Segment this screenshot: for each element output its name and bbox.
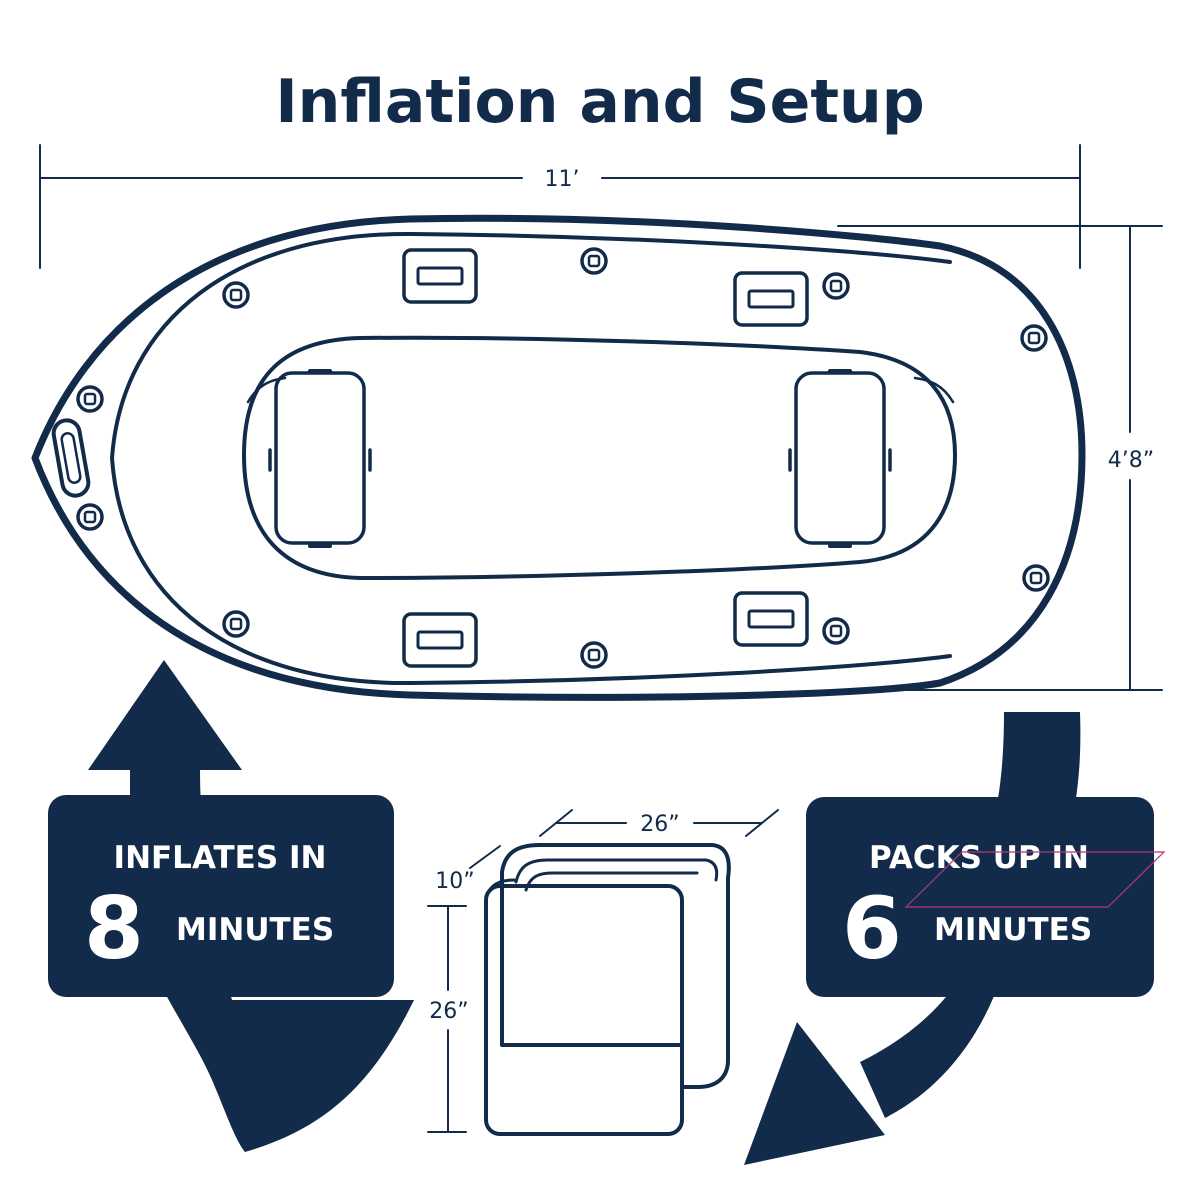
valve-9 (822, 617, 850, 645)
seat-right (788, 369, 892, 548)
oarlock-bottom-right (733, 591, 809, 647)
oarlock-top-right (733, 271, 809, 327)
valve-8 (580, 641, 608, 669)
oarlock-top-left (402, 248, 478, 304)
boat-valves (76, 247, 1050, 669)
pack-unit: MINUTES (934, 912, 1092, 948)
seat-left (268, 369, 372, 548)
pack-arrow-sweep (860, 975, 1002, 1118)
packed-depth-label: 10” (435, 869, 474, 894)
valve-2 (580, 247, 608, 275)
bow-handle (51, 418, 91, 498)
valve-3 (822, 272, 850, 300)
valve-10 (1022, 564, 1050, 592)
inflate-number: 8 (84, 879, 144, 979)
boat-width-dimension: 4’8” (837, 225, 1163, 691)
pack-annotation-marker (904, 851, 1166, 908)
inflate-arrow-head (88, 660, 242, 770)
boat-illustration (31, 214, 1086, 701)
packed-height-dimension: 26” (427, 905, 469, 1133)
valve-4 (1020, 324, 1048, 352)
packed-depth-dimension: 10” (435, 845, 501, 894)
oarlock-bottom-left (402, 612, 478, 668)
inflate-unit: MINUTES (176, 912, 334, 948)
valve-5 (76, 385, 104, 413)
packed-width-label: 26” (640, 812, 679, 837)
pack-arrow-head (744, 1022, 885, 1165)
valve-7 (222, 610, 250, 638)
diagram-title: Inflation and Setup (275, 67, 924, 137)
boat-length-dimension: 11’ (39, 144, 1081, 269)
valve-6 (76, 503, 104, 531)
pack-number: 6 (842, 879, 902, 979)
packed-width-dimension: 26” (539, 809, 779, 837)
boat-width-label: 4’8” (1108, 448, 1154, 473)
pack-line1: PACKS UP IN (869, 840, 1089, 876)
inflate-panel: INFLATES IN 8 MINUTES (48, 795, 394, 997)
inflate-line1: INFLATES IN (114, 840, 327, 876)
pack-panel: PACKS UP IN 6 MINUTES (806, 797, 1166, 997)
boat-length-label: 11’ (545, 167, 580, 192)
packed-height-label: 26” (429, 999, 468, 1024)
valve-1 (222, 281, 250, 309)
packed-bag (484, 843, 731, 1136)
